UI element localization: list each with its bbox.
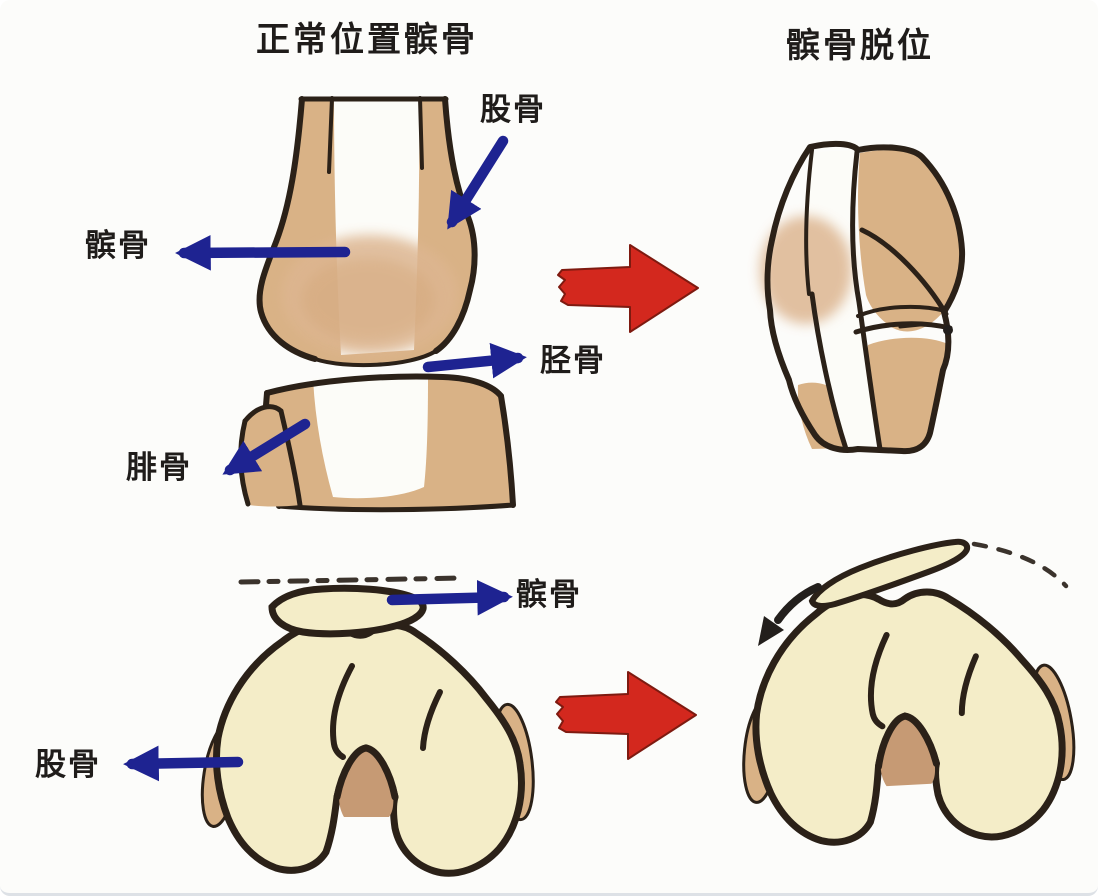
title-normal-position: 正常位置髌骨 bbox=[256, 21, 478, 59]
femur-axial-arrow bbox=[123, 745, 244, 782]
blue-label-arrows-axial bbox=[123, 579, 513, 782]
label-fibula-front: 腓骨 bbox=[126, 450, 192, 485]
blue-label-arrows-front bbox=[175, 135, 527, 476]
black-dislocation-arrow bbox=[758, 583, 822, 646]
label-femur-axial: 股骨 bbox=[35, 747, 101, 782]
femur-front-arrow bbox=[446, 135, 509, 230]
tibia-front-arrow bbox=[422, 342, 527, 379]
label-tibia-front: 胫骨 bbox=[540, 343, 606, 378]
patella-axial-arrow bbox=[386, 579, 513, 616]
knee-front-normal-illustration bbox=[238, 96, 516, 513]
red-transition-arrow-bottom bbox=[555, 671, 697, 760]
label-patella-axial: 髌骨 bbox=[516, 577, 582, 612]
title-dislocated: 髌骨脱位 bbox=[786, 27, 934, 65]
label-femur-front: 股骨 bbox=[480, 92, 546, 127]
alignment-dashed-line bbox=[238, 575, 467, 585]
knee-axial-normal-illustration bbox=[196, 575, 539, 873]
label-patella-front: 髌骨 bbox=[85, 228, 151, 263]
patella-front-arrow bbox=[175, 234, 351, 271]
fibula-front-arrow bbox=[222, 418, 311, 476]
patella-axial-dislocated bbox=[808, 538, 971, 609]
knee-axial-dislocated-illustration bbox=[729, 538, 1084, 850]
red-transition-arrow-top bbox=[557, 244, 699, 333]
dislocation-trajectory-dashes bbox=[971, 541, 1069, 589]
knee-front-dislocated-illustration bbox=[760, 140, 966, 455]
patella-axial-normal bbox=[268, 584, 427, 638]
